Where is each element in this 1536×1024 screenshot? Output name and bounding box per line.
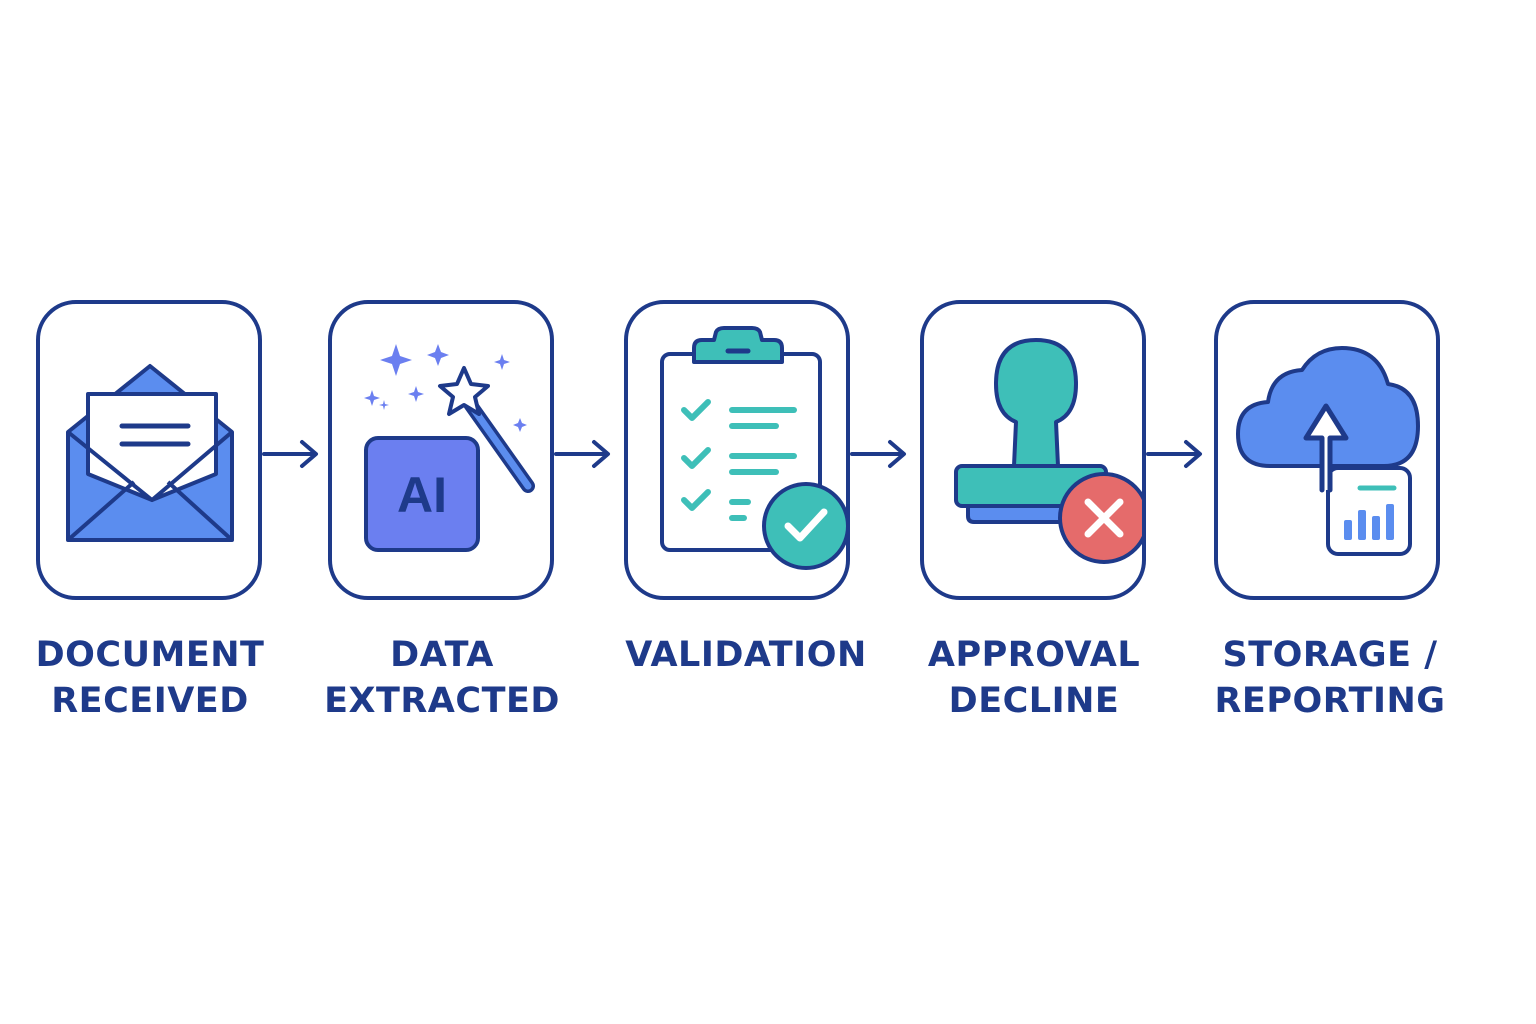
step-label-line: REPORTING [1214, 681, 1446, 721]
ai-magic-wand-icon: AI [364, 344, 535, 552]
step-label-line: VALIDATION [625, 635, 867, 675]
open-envelope-icon [66, 364, 234, 542]
step-label-line: DATA [390, 635, 494, 675]
step-card-approval-decline [920, 300, 1146, 600]
ai-badge-text: AI [397, 467, 447, 523]
step-label-line: STORAGE / [1222, 635, 1438, 675]
clipboard-check-icon [660, 326, 846, 570]
step-card-document-received [36, 300, 262, 600]
step-label-line: RECEIVED [51, 681, 249, 721]
step-label-line: EXTRACTED [324, 681, 560, 721]
step-label-storage-reporting: STORAGE / REPORTING [1180, 632, 1480, 724]
step-card-data-extracted: AI [328, 300, 554, 600]
step-label-line: DECLINE [948, 681, 1120, 721]
step-label-line: APPROVAL [927, 635, 1141, 675]
arrow-right-icon [262, 440, 318, 468]
arrow-right-icon [850, 440, 906, 468]
step-label-data-extracted: DATA EXTRACTED [292, 632, 592, 724]
cloud-upload-chart-icon [1236, 346, 1420, 556]
arrow-right-icon [554, 440, 610, 468]
stamp-decline-icon [954, 338, 1142, 564]
arrow-right-icon [1146, 440, 1202, 468]
step-label-document-received: DOCUMENT RECEIVED [0, 632, 300, 724]
step-card-storage-reporting [1214, 300, 1440, 600]
step-label-approval-decline: APPROVAL DECLINE [884, 632, 1184, 724]
step-label-line: DOCUMENT [35, 635, 265, 675]
step-card-validation [624, 300, 850, 600]
step-label-validation: VALIDATION [596, 632, 896, 678]
